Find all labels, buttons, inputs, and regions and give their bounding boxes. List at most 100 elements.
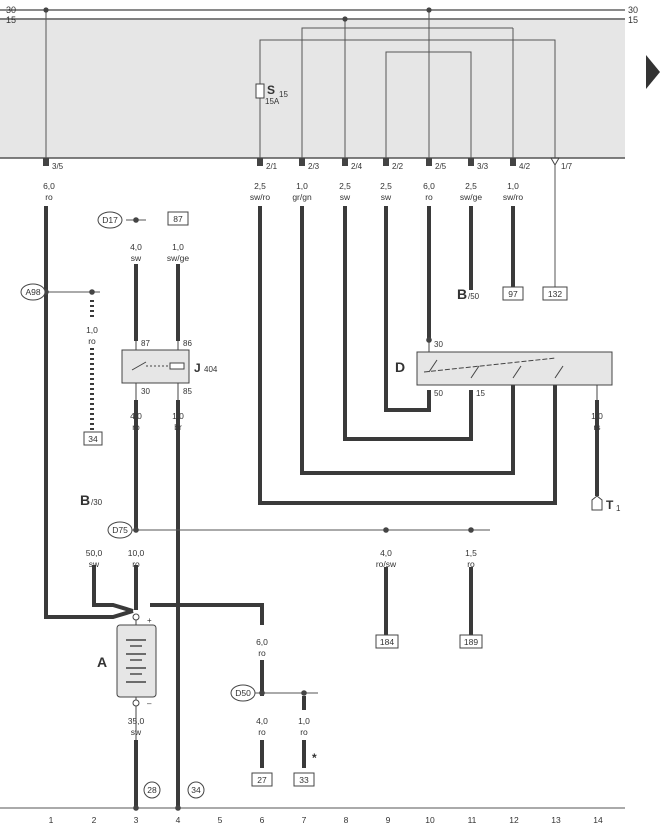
ref-boxes: [83, 211, 568, 787]
wire-color: ro: [425, 192, 433, 202]
position-number: 3: [134, 815, 139, 825]
terminal-2-5: 2/5: [435, 162, 447, 171]
b50-sub: /50: [468, 292, 480, 301]
ign-pin-30: 30: [434, 340, 443, 349]
box-33: 33: [299, 775, 309, 785]
junction-dot: [43, 7, 49, 13]
position-number: 4: [176, 815, 181, 825]
ign-pin-15: 15: [476, 389, 485, 398]
rail-30-label-left: 30: [6, 5, 16, 15]
ref-d75: D75: [112, 525, 128, 535]
wire-size: 2,5: [339, 181, 351, 191]
relay-pin-30: 30: [141, 387, 150, 396]
ref-circles: [20, 211, 256, 799]
battery-plus: +: [147, 616, 152, 625]
terminal-marker-open: [550, 157, 560, 167]
junction-dot: [426, 7, 432, 13]
terminal-1-7: 1/7: [561, 162, 573, 171]
fuse-sub: 15: [279, 90, 288, 99]
position-number: 5: [218, 815, 223, 825]
wire-color: ro: [132, 422, 140, 432]
wire-color: sw: [89, 559, 100, 569]
wire-color: ro: [88, 336, 96, 346]
position-number: 14: [593, 815, 603, 825]
wire-size: 4,0: [256, 716, 268, 726]
terminal-2-4: 2/4: [351, 162, 363, 171]
terminal-markers: [43, 158, 516, 166]
wire-size: 4,0: [380, 548, 392, 558]
wire-size: 1,0: [296, 181, 308, 191]
b30-name: B: [80, 492, 90, 508]
wire-size: 1,0: [86, 325, 98, 335]
position-number: 11: [468, 815, 477, 825]
fuse-label: S: [267, 83, 275, 97]
position-number: 1: [49, 815, 54, 825]
t1-name: T: [606, 498, 614, 512]
wire-size: 1,0: [591, 411, 603, 421]
position-number: 6: [260, 815, 265, 825]
fusebox-panel: [0, 18, 625, 158]
wire-color: sw: [131, 253, 142, 263]
wire-color: ro: [132, 559, 140, 569]
wire-size: 1,0: [298, 716, 310, 726]
wire-color: sw/ge: [167, 253, 189, 263]
wire-labels: 6,0ro 2,5sw/ro 1,0gr/gn 2,5sw 2,5sw 6,0r…: [43, 181, 603, 737]
wire-color: gr/gn: [292, 192, 312, 202]
terminal-2-2: 2/2: [392, 162, 404, 171]
ref-28: 28: [147, 785, 157, 795]
rail-15-label-right: 15: [628, 15, 638, 25]
battery-minus: –: [147, 699, 152, 708]
b50-name: B: [457, 286, 467, 302]
junction-dot: [342, 16, 348, 22]
wire-color: sw: [381, 192, 392, 202]
ref-d17: D17: [102, 215, 118, 225]
relay-j404: 87 86 30 85 J 404: [121, 339, 218, 400]
position-number: 7: [302, 815, 307, 825]
next-page-arrow-icon: [646, 55, 660, 89]
terminal-3-3: 3/3: [477, 162, 489, 171]
wire-size: 2,5: [254, 181, 266, 191]
wire-size: 4,0: [130, 411, 142, 421]
box-27: 27: [257, 775, 267, 785]
ign-pin-50: 50: [434, 389, 443, 398]
battery-a: + – A: [97, 613, 157, 740]
thin-wires: [0, 165, 625, 809]
position-number: 8: [344, 815, 349, 825]
fuse-rating: 15A: [265, 97, 280, 106]
wire-size: 2,5: [465, 181, 477, 191]
ref-texts: D17 A98 D75 D50 28 34: [25, 215, 251, 795]
box-texts: 87 97 132 34 184 189 27 33: [88, 214, 562, 785]
box-97: 97: [508, 289, 518, 299]
b30-sub: /30: [91, 498, 103, 507]
wire-size: 10,0: [128, 548, 145, 558]
wire-size: 6,0: [43, 181, 55, 191]
relay-name: J: [194, 361, 201, 375]
relay-pin-86: 86: [183, 339, 192, 348]
relay-pin-85: 85: [183, 387, 192, 396]
position-number: 9: [386, 815, 391, 825]
box-184: 184: [380, 637, 394, 647]
battery-name: A: [97, 654, 107, 670]
asterisk-note: *: [312, 751, 317, 765]
wires: [44, 206, 599, 808]
box-189: 189: [464, 637, 478, 647]
terminal-4-2: 4/2: [519, 162, 531, 171]
box-34: 34: [88, 434, 98, 444]
box-87: 87: [173, 214, 183, 224]
rail-15-label-left: 15: [6, 15, 16, 25]
box-132: 132: [548, 289, 562, 299]
wire-color: ro: [467, 559, 475, 569]
wire-size: 1,5: [465, 548, 477, 558]
wire-size: 1,0: [172, 411, 184, 421]
wire-color: sw: [340, 192, 351, 202]
fuse-s15: [255, 83, 265, 99]
wire-color: sw/ro: [503, 192, 524, 202]
position-number: 10: [425, 815, 435, 825]
t1-sub: 1: [616, 504, 621, 513]
wire-color: rs: [593, 422, 600, 432]
terminal-2-3: 2/3: [308, 162, 320, 171]
wire-color: ro: [258, 727, 266, 737]
wire-color: ro: [258, 648, 266, 658]
wire-color: sw/ge: [460, 192, 482, 202]
ref-a98: A98: [25, 287, 40, 297]
